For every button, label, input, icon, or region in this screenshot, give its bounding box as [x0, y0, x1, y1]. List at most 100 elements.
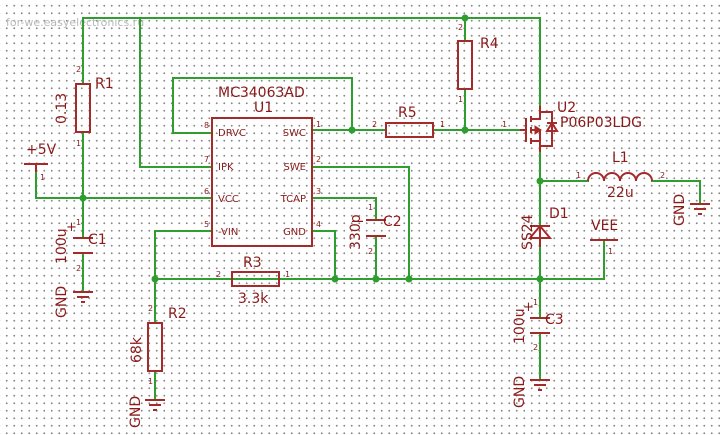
c1-plus: + [66, 220, 77, 235]
plus5v-label: +5V [26, 142, 57, 158]
u1-pinnum-6: 6 [204, 187, 209, 196]
wire-vee [539, 239, 605, 280]
r5-ref: R5 [398, 105, 417, 121]
u1-pinnum-5: 5 [204, 220, 209, 229]
junction [536, 275, 544, 283]
wire-vin [154, 230, 213, 323]
junction [151, 275, 159, 283]
junctions [79, 14, 544, 283]
c1-pin-1: 1 [76, 218, 81, 227]
u2-part: P06P03LDG [560, 115, 642, 131]
r4-ref: R4 [480, 36, 499, 52]
gnd-r2: GND [128, 396, 165, 428]
gnd-l1: GND [672, 194, 710, 226]
wire-top-rail [82, 17, 541, 107]
u1-pin-vin: -VIN [218, 227, 238, 238]
c1-value: 100u [54, 228, 70, 264]
r2-pin-1: 1 [148, 377, 153, 386]
plus5v-pin: 1 [40, 173, 45, 182]
junction [331, 275, 339, 283]
u1-pin-swc: SWC [283, 128, 306, 139]
junction [405, 275, 413, 283]
d1-part: SS24 [520, 214, 536, 250]
gnd-icon [145, 399, 165, 411]
wire-l1-out [651, 180, 701, 205]
vee-pin: 1 [608, 247, 613, 256]
r1-pin-2: 2 [76, 65, 81, 74]
wire-ipk [139, 17, 213, 168]
gnd-label: GND [128, 396, 144, 428]
u2-ref: U2 [557, 100, 576, 116]
r1-ref: R1 [95, 76, 114, 92]
watermark: for-we.easyelectronics.ru [6, 16, 144, 29]
u1-body [211, 117, 313, 247]
junction [536, 177, 544, 185]
l1-pin-1: 1 [576, 171, 581, 180]
r4-resistor: R4 2 1 [457, 23, 499, 104]
u1-ic: MC34063AD U1 DRVC IPK VCC -VIN SWC SWE T… [204, 85, 321, 247]
r1-pin-1: 1 [76, 139, 81, 148]
r3-value: 3.3k [238, 291, 269, 307]
r1-body [75, 83, 91, 133]
supply-plus5v: +5V 1 [24, 142, 57, 182]
gnd-icon [530, 379, 550, 391]
d1-triangle [527, 224, 553, 239]
junction [348, 126, 356, 134]
c1-pin-2: 2 [76, 264, 81, 273]
u2-arrow [534, 125, 542, 135]
gnd-c3: GND [512, 376, 550, 408]
u2-diode-path [540, 111, 553, 147]
d1-diode: D1 SS24 [520, 206, 569, 250]
junction [79, 194, 87, 202]
u1-pin-tcap: TCAP [280, 194, 306, 205]
c2-pin-2: 2 [368, 247, 373, 256]
junction [461, 14, 469, 22]
r2-pin-2: 2 [148, 304, 153, 313]
c2-ref: C2 [383, 214, 402, 230]
u1-pinnum-8: 8 [204, 121, 209, 130]
u1-pinnum-2: 2 [316, 155, 321, 164]
wire-5v-vcc [35, 171, 213, 199]
r4-body [457, 40, 473, 90]
r4-pin-2: 2 [458, 23, 463, 32]
u1-pin-swe: SWE [283, 162, 306, 173]
gnd-icon [690, 203, 710, 215]
l1-ref: L1 [612, 150, 629, 166]
l1-coil [587, 172, 653, 182]
u1-pin-ipk: IPK [218, 162, 234, 173]
r5-pin-1: 1 [440, 120, 445, 129]
r3-pin-2: 2 [216, 270, 221, 279]
r1-resistor: R1 0.13 2 1 [54, 65, 114, 148]
c3-ref: C3 [545, 312, 564, 328]
u1-ref: U1 [254, 100, 273, 116]
u1-pin-drvc: DRVC [218, 128, 246, 139]
l1-inductor: L1 22u 1 2 [576, 150, 665, 201]
r2-resistor: R2 68k 2 1 [129, 304, 187, 386]
r5-resistor: R5 2 1 [372, 105, 445, 138]
l1-pin-2: 2 [660, 171, 665, 180]
c3-capacitor: + C3 100u 1 2 [512, 298, 564, 352]
r3-body [231, 271, 280, 287]
r2-body [147, 322, 163, 372]
u1-pin-gnd: GND [283, 227, 306, 238]
gnd-icon [73, 291, 93, 303]
gnd-label: GND [54, 286, 70, 318]
r2-ref: R2 [168, 306, 187, 322]
junction [372, 275, 380, 283]
wire-tcap [311, 197, 377, 221]
c3-plus: + [523, 300, 534, 315]
r2-value: 68k [129, 336, 145, 363]
wire-gnd-pin [311, 230, 336, 280]
u2-diode-triangle [545, 121, 559, 132]
c2-capacitor: C2 330p 1 2 [348, 203, 402, 256]
gnd-label: GND [512, 376, 528, 408]
c3-pin-2: 2 [533, 343, 538, 352]
wire-drvc [172, 77, 353, 134]
u1-part: MC34063AD [218, 85, 305, 101]
wire-swe [311, 166, 410, 280]
c1-capacitor: + C1 100u 1 2 [54, 218, 107, 273]
l1-value: 22u [607, 185, 634, 201]
u1-pinnum-4: 4 [316, 220, 321, 229]
c1-ref: C1 [88, 232, 107, 248]
